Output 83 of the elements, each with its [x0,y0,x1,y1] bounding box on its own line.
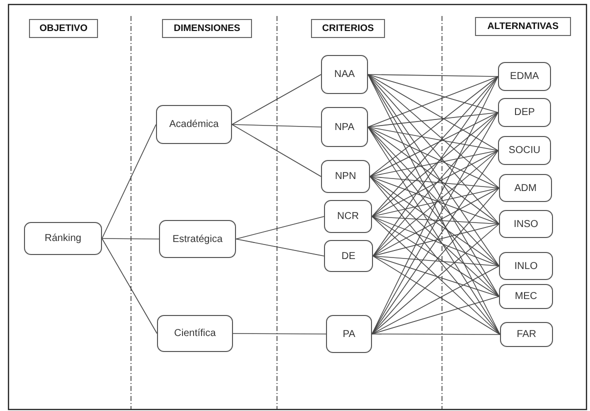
connector-line [232,124,322,177]
connector-line [372,216,500,224]
connector-line [372,256,500,266]
node-label: ADM [514,182,537,194]
connector-line [370,176,500,224]
node-box [499,284,553,309]
node-label: INLO [514,260,538,272]
connector-line [102,238,158,334]
connector-line [372,150,498,256]
node-label: Académica [169,119,219,130]
connector-line [372,256,500,297]
connector-line [372,188,500,256]
node-box [321,55,368,94]
node-box [499,252,553,280]
node-box [156,105,232,144]
connector-line [236,238,324,256]
connector-line [102,124,156,239]
node-box [498,62,551,91]
connector-line [368,76,498,128]
node-label: MEC [514,291,538,302]
connector-line [368,74,498,77]
header-label: DIMENSIONES [174,23,240,34]
column-header-box [311,19,385,38]
node-label: PA [342,328,356,340]
node-label: INSO [514,218,538,230]
node-label: FAR [516,329,536,340]
connector-line [372,224,500,256]
connector-line [372,188,500,217]
node-box [498,98,551,127]
node-label: Científica [174,328,216,339]
node-box [321,160,370,193]
connector-line [372,296,500,334]
connector-line [102,238,160,240]
connector-line [232,124,322,128]
column-header-box [162,19,252,38]
node-box [321,107,368,147]
connector-line [370,112,498,177]
connector-line [368,112,498,128]
connector-line [370,176,500,266]
connector-line [368,74,498,113]
node-label: DEP [514,107,535,118]
connector-line [370,176,500,297]
connector-line [372,216,500,297]
connector-line [368,126,500,297]
node-box [159,220,236,258]
connector-line [368,126,500,224]
node-box [326,315,372,353]
connector-line [232,333,326,334]
node-box [324,200,372,233]
connector-line [372,334,500,335]
connector-line [372,216,500,266]
connector-line [232,74,322,125]
connector-line [368,126,500,188]
header-label: CRITERIOS [322,23,374,34]
node-box [499,174,552,202]
node-label: EDMA [510,71,539,82]
node-label: Estratégica [172,234,223,244]
connector-line [236,216,324,240]
connector-line [368,74,498,151]
node-label: Ránking [44,233,82,244]
connector-line [372,112,498,256]
node-box [24,222,102,255]
connector-line [372,150,498,217]
node-box [500,322,553,347]
node-box [499,210,553,238]
node-label: NAA [334,69,355,80]
connector-line [368,126,500,266]
connector-line [370,176,500,188]
node-label: NCR [337,211,359,222]
connector-line [372,112,498,217]
node-label: SOCIU [508,145,540,156]
header-label: ALTERNATIVAS [487,21,559,32]
column-header-box [475,17,571,36]
node-box [324,240,373,272]
node-box [498,136,551,165]
node-label: NPA [334,122,354,132]
column-header-box [29,19,98,38]
node-label: NPN [334,171,356,182]
connector-line [368,126,498,151]
node-box [157,315,233,352]
node-label: DE [342,250,356,262]
header-label: OBJETIVO [39,23,88,34]
connector-line [370,150,498,177]
